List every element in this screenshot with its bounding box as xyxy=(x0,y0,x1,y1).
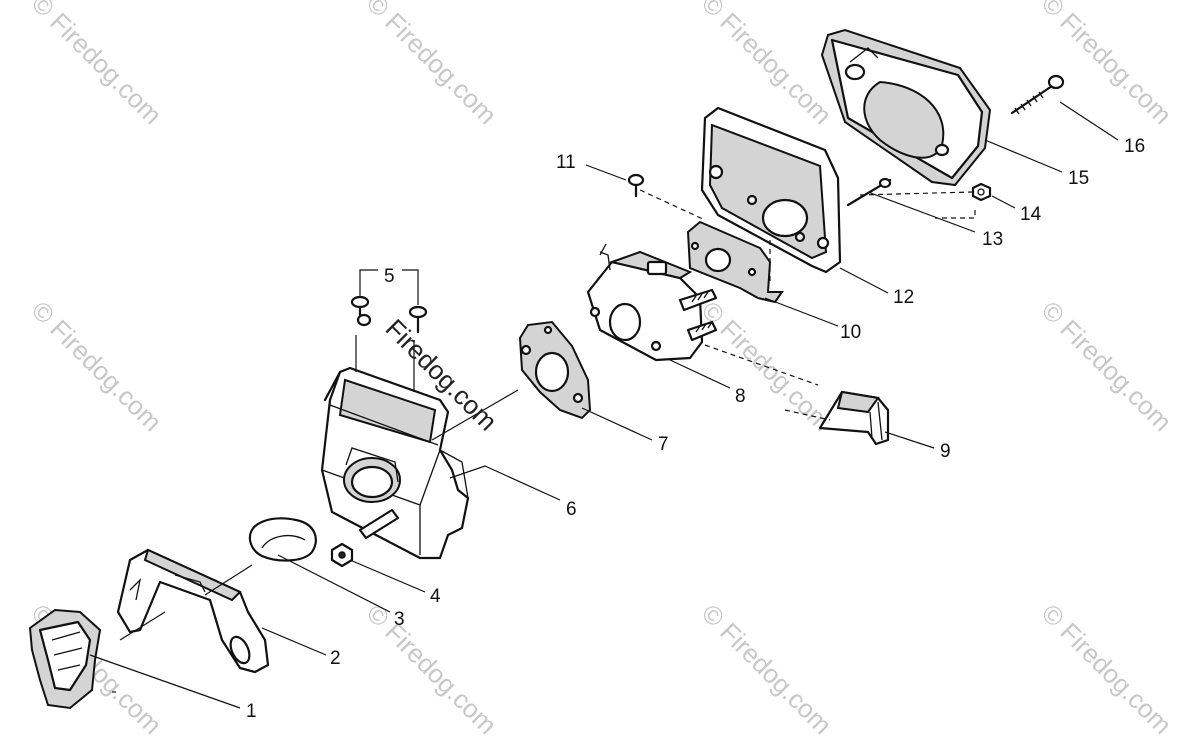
watermark-text: © Firedog.com xyxy=(1036,0,1178,130)
part-8-carburetor xyxy=(586,243,718,362)
callout-4: 4 xyxy=(430,586,441,607)
callout-14: 14 xyxy=(1020,204,1042,225)
watermark-text: © Firedog.com xyxy=(361,0,503,130)
part-16-screw xyxy=(1010,74,1065,115)
part-3-ring xyxy=(248,517,317,562)
part-10-gasket xyxy=(686,220,784,304)
callout-5: 5 xyxy=(384,266,395,287)
part-1-cover xyxy=(28,608,102,710)
callout-11: 11 xyxy=(556,152,576,173)
watermark-group: © Firedog.com © Firedog.com © Firedog.co… xyxy=(26,0,1178,739)
part-14-nut xyxy=(971,182,992,202)
part-15-filter-cover xyxy=(820,28,992,187)
callout-2: 2 xyxy=(330,648,341,669)
callout-3: 3 xyxy=(394,609,405,630)
watermark-text: © Firedog.com xyxy=(696,295,838,437)
part-12-filter-holder xyxy=(700,106,842,274)
part-11-screw xyxy=(627,173,645,198)
leader-lines xyxy=(89,101,1119,709)
callout-7: 7 xyxy=(658,434,669,455)
callout-9: 9 xyxy=(940,441,951,462)
callout-10: 10 xyxy=(840,322,861,343)
part-6-intake-housing xyxy=(320,366,470,560)
watermark-text: © Firedog.com xyxy=(26,0,168,130)
watermark-text: © Firedog.com xyxy=(1036,295,1178,437)
callout-12: 12 xyxy=(893,287,914,308)
callout-15: 15 xyxy=(1068,168,1089,189)
callout-16: 16 xyxy=(1124,136,1145,157)
part-5-screws xyxy=(350,295,428,334)
callout-8: 8 xyxy=(735,386,746,407)
watermark-text: © Firedog.com xyxy=(361,598,503,739)
part-4-nut xyxy=(330,542,354,568)
callout-labels: 1 2 3 4 5 6 7 8 9 10 11 12 13 14 15 16 xyxy=(246,136,1145,722)
callout-1: 1 xyxy=(246,701,257,722)
part-7-gasket xyxy=(518,320,592,420)
part-2-bracket xyxy=(116,548,270,674)
watermark-text: © Firedog.com xyxy=(1036,598,1178,739)
callout-13: 13 xyxy=(982,229,1003,250)
watermark-text: © Firedog.com xyxy=(696,598,838,739)
part-9-knob xyxy=(818,390,890,446)
watermark-text: © Firedog.com xyxy=(26,295,168,437)
callout-6: 6 xyxy=(566,499,577,520)
